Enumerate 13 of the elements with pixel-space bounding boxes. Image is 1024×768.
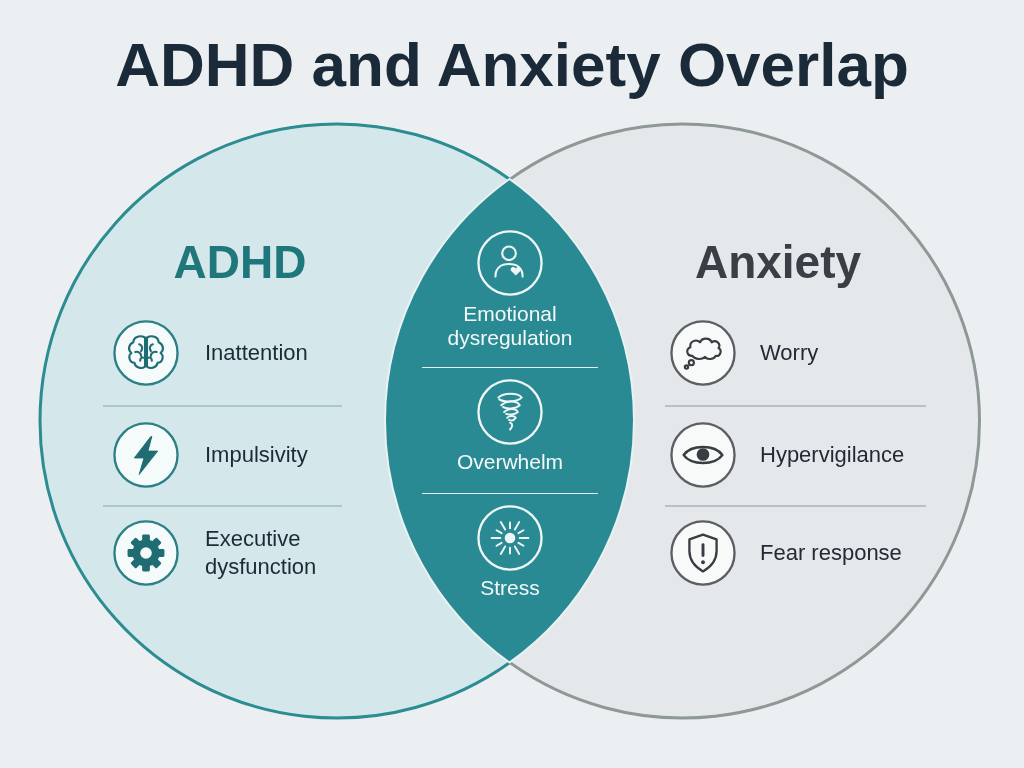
symptom-label: Overwhelm <box>456 449 564 475</box>
circle-heading: ADHD <box>173 235 307 289</box>
title: ADHD and Anxiety Overlap <box>115 29 909 101</box>
symptom-label: Impulsivity <box>205 441 308 469</box>
symptom-label: Executive dysfunction <box>205 525 318 581</box>
symptom-label: Stress <box>480 575 540 601</box>
symptom-label: Worry <box>760 339 819 367</box>
overlap-region <box>384 178 635 664</box>
symptom-label: Hypervigilance <box>760 441 905 469</box>
circle-heading: Anxiety <box>694 235 862 289</box>
symptom-label: Fear response <box>760 539 902 567</box>
symptom-label: Emotional dysregulation <box>447 301 573 351</box>
symptom-label: Inattention <box>205 339 308 367</box>
